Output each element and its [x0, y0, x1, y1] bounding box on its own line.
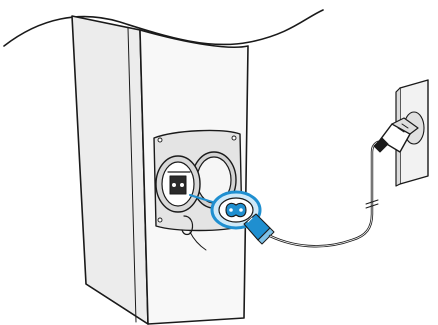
terminal-wire [189, 231, 207, 251]
panel-screw [157, 217, 163, 223]
speaker-side-face [71, 15, 149, 325]
panel-screw [157, 137, 163, 143]
mains-plug-icon [373, 117, 419, 153]
terminal-clip [181, 215, 194, 236]
speaker-bottom-edge [85, 283, 149, 325]
power-plug-icon [243, 213, 275, 245]
cable-break-mark [365, 199, 379, 205]
power-inlet-icon [167, 171, 191, 195]
speaker-bevel-line [127, 27, 137, 323]
panel-screw [231, 135, 237, 141]
cable-break-mark [365, 203, 379, 209]
figure8-socket-icon [225, 202, 247, 218]
power-cable-highlight [269, 141, 385, 247]
inlet-zoom-callout [189, 190, 275, 245]
